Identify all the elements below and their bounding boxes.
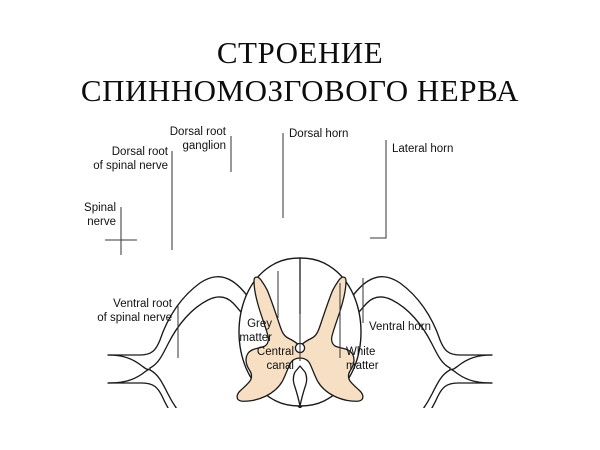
left-spinal-nerve-stem — [107, 354, 151, 384]
label-lateral-horn: Lateral horn — [392, 143, 454, 155]
label-dorsal-horn: Dorsal horn — [289, 128, 349, 140]
right-spinal-nerve-stem — [449, 354, 493, 384]
diagram-svg — [105, 133, 493, 450]
label-grey-matter: Grey matter — [239, 318, 272, 344]
page-title: СТРОЕНИЕ СПИННОМОЗГОВОГО НЕРВА — [0, 34, 600, 110]
anterior-median-fissure — [292, 365, 308, 407]
label-central-canal: Central canal — [256, 346, 294, 372]
label-dorsal-root-of-spinal-nerve: Dorsal root of spinal nerve — [93, 146, 168, 172]
spinal-nerve-diagram: Spinal nerve Dorsal root of spinal nerve… — [0, 118, 600, 450]
label-spinal-nerve: Spinal nerve — [84, 202, 116, 228]
leader-lateral-horn — [370, 140, 387, 239]
title-line-1: СТРОЕНИЕ — [216, 35, 384, 70]
label-dorsal-root-ganglion: Dorsal root ganglion — [169, 126, 226, 152]
label-ventral-horn: Ventral horn — [369, 321, 432, 333]
leader-spinal-nerve — [105, 207, 137, 255]
label-ventral-root-of-spinal-nerve: Ventral root of spinal nerve — [97, 298, 172, 324]
label-white-matter: White matter — [346, 346, 379, 372]
title-line-2: СПИННОМОЗГОВОГО НЕРВА — [80, 72, 520, 108]
